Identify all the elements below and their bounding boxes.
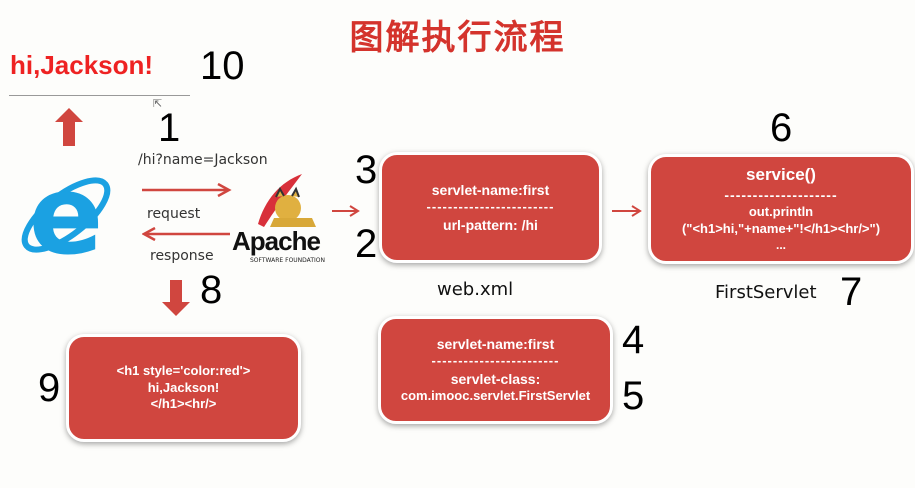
request-arrow-icon xyxy=(142,183,232,197)
url-pattern-text: url-pattern: /hi xyxy=(443,216,538,233)
servlet-name-text: servlet-name:first xyxy=(436,335,555,352)
apache-name: Apache xyxy=(232,226,321,256)
servlet-mapping-box: servlet-name:first ---------------------… xyxy=(379,152,602,263)
step-1: 1 xyxy=(158,106,181,150)
tomcat-feather-icon xyxy=(258,174,316,227)
servlet-name-text: servlet-name:first xyxy=(431,181,550,198)
service-method-box: service() -------------------- out.print… xyxy=(648,154,914,264)
arrow-to-servlet-icon xyxy=(612,205,642,217)
browser-rendered-heading: hi,Jackson! xyxy=(10,50,154,80)
step-2: 2 xyxy=(355,222,378,266)
webxml-caption: web.xml xyxy=(437,279,514,300)
arrow-to-webxml-icon xyxy=(332,205,360,217)
response-line-2: hi,Jackson! xyxy=(147,379,220,395)
apache-tomcat-logo: Apache SOFTWARE FOUNDATION xyxy=(230,172,325,268)
step-4: 4 xyxy=(622,318,645,362)
service-method-text: service() xyxy=(746,165,816,185)
divider: ------------------------ xyxy=(431,353,560,369)
divider: -------------------- xyxy=(724,187,838,204)
step-10: 10 xyxy=(200,44,245,88)
step-8: 8 xyxy=(200,268,223,312)
servlet-class-label: servlet-class: xyxy=(450,371,541,387)
response-arrow-icon xyxy=(142,227,230,241)
internet-explorer-icon: e xyxy=(21,165,111,267)
step-9: 9 xyxy=(38,366,61,410)
response-line-1: <h1 style='color:red'> xyxy=(116,362,251,378)
servlet-class-value: com.imooc.servlet.FirstServlet xyxy=(400,388,591,404)
request-url: /hi?name=Jackson xyxy=(138,152,268,168)
step-3: 3 xyxy=(355,148,378,192)
step-5: 5 xyxy=(622,374,645,418)
step-7: 7 xyxy=(840,270,863,314)
horizontal-rule xyxy=(9,95,190,96)
first-servlet-caption: FirstServlet xyxy=(715,282,817,303)
response-html-box: <h1 style='color:red'> hi,Jackson! </h1>… xyxy=(66,334,301,442)
ellipsis-text: ... xyxy=(775,238,786,253)
println-text: out.println xyxy=(748,204,814,220)
apache-subtitle: SOFTWARE FOUNDATION xyxy=(250,257,325,264)
svg-text:e: e xyxy=(29,165,104,267)
down-arrow-icon xyxy=(162,280,190,316)
step-6: 6 xyxy=(770,106,793,150)
divider: ------------------------ xyxy=(426,199,555,215)
up-arrow-icon xyxy=(55,108,83,146)
request-label: request xyxy=(147,206,201,222)
response-line-3: </h1><hr/> xyxy=(150,396,217,412)
mouse-cursor-icon: ⇱ xyxy=(153,97,163,110)
servlet-definition-box: servlet-name:first ---------------------… xyxy=(378,316,613,424)
response-label: response xyxy=(150,248,214,264)
slide-title: 图解执行流程 xyxy=(349,18,566,58)
println-argument-text: ("<h1>hi,"+name+"!</h1><hr/>") xyxy=(681,221,881,237)
